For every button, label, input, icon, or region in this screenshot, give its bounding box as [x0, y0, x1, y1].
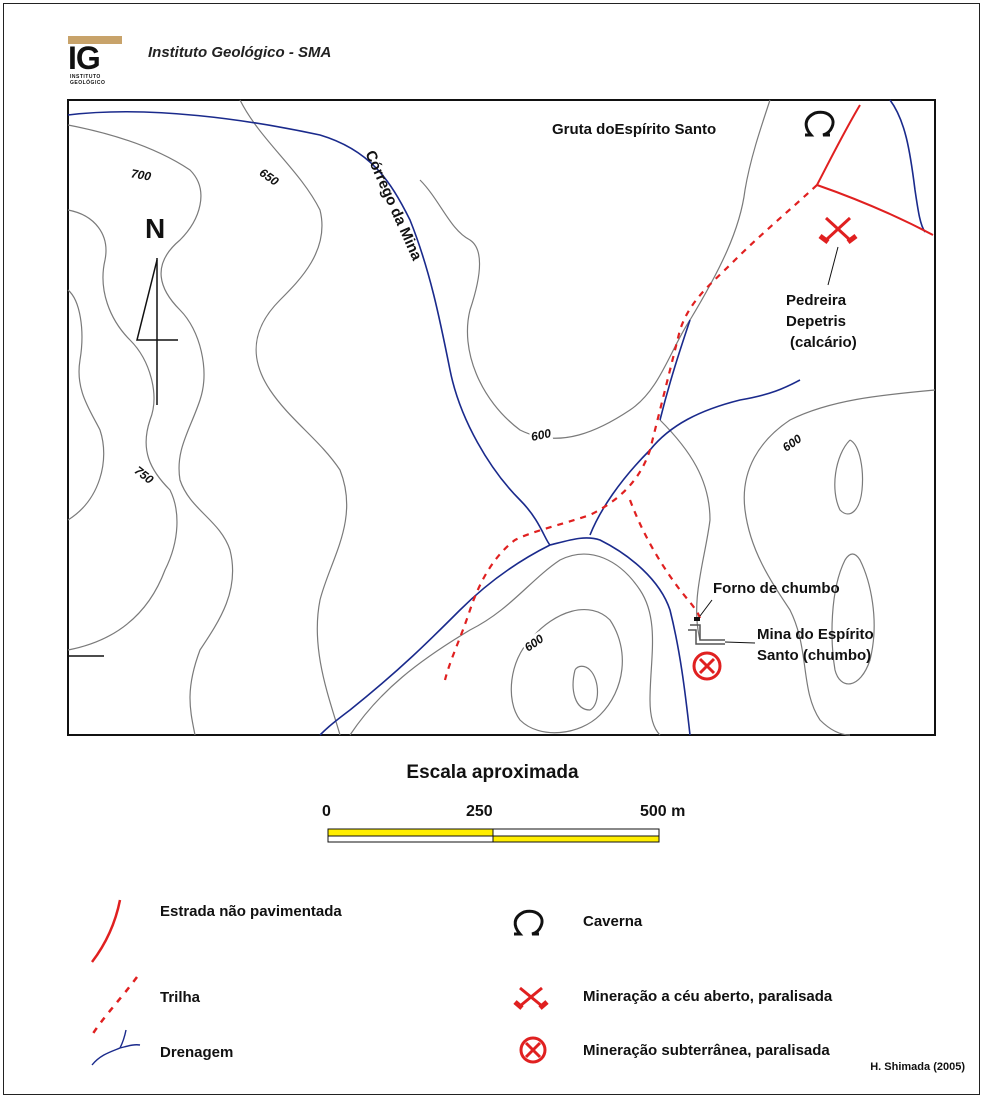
north-arrow — [136, 258, 178, 405]
logo-text: IG — [68, 40, 101, 76]
cave-icon — [804, 110, 835, 137]
legend-road-label: Estrada não pavimentada — [160, 903, 342, 920]
legend-drainage-label: Drenagem — [160, 1044, 234, 1061]
contour-lines — [67, 99, 936, 736]
quarry-label-1: Pedreira — [786, 292, 847, 309]
cave-label: Gruta doEspírito Santo — [552, 121, 717, 138]
legend-open-pit-icon — [513, 986, 549, 1010]
scale-title: Escala aproximada — [406, 762, 579, 783]
ig-logo: IG INSTITUTO GEOLÓGICO — [68, 36, 122, 88]
quarry-leader — [827, 246, 839, 286]
legend-drainage-icon — [91, 1029, 141, 1066]
legend-open-pit-label: Mineração a céu aberto, paralisada — [583, 988, 833, 1005]
furnace-leader — [699, 599, 713, 617]
quarry-label-3: (calcário) — [790, 334, 857, 351]
drainage-lines — [67, 99, 926, 736]
open-pit-mine-icon — [818, 216, 858, 244]
legend-underground-icon — [519, 1036, 547, 1064]
legend-road-icon — [91, 899, 122, 963]
legend-cave-icon — [513, 909, 544, 936]
map-frame — [67, 99, 936, 736]
legend-underground-label: Mineração subterrânea, paralisada — [583, 1042, 830, 1059]
mine-adit-icon — [688, 624, 756, 645]
scale-tick-0: 0 — [322, 803, 331, 820]
author-credit: H. Shimada (2005) — [870, 1061, 965, 1073]
mine-label-1: Mina do Espírito — [757, 626, 874, 643]
north-label: N — [145, 213, 166, 244]
furnace-marker — [694, 617, 700, 621]
legend-cave-label: Caverna — [583, 913, 643, 930]
page-frame — [3, 3, 980, 1095]
quarry-label-2: Depetris — [786, 313, 847, 330]
scale-bar — [327, 828, 660, 843]
scale-tick-250: 250 — [466, 803, 493, 820]
legend-trail-label: Trilha — [160, 989, 201, 1006]
institute-title: Instituto Geológico - SMA — [148, 44, 332, 61]
furnace-label: Forno de chumbo — [713, 580, 840, 597]
logo-subtext: INSTITUTO GEOLÓGICO — [70, 74, 106, 86]
underground-mine-icon — [692, 651, 722, 681]
mine-label-2: Santo (chumbo) — [757, 647, 872, 664]
trail-lines — [443, 184, 818, 681]
legend-trail-icon — [90, 976, 139, 1036]
road-line — [815, 104, 934, 236]
scale-tick-500: 500 m — [640, 803, 686, 820]
